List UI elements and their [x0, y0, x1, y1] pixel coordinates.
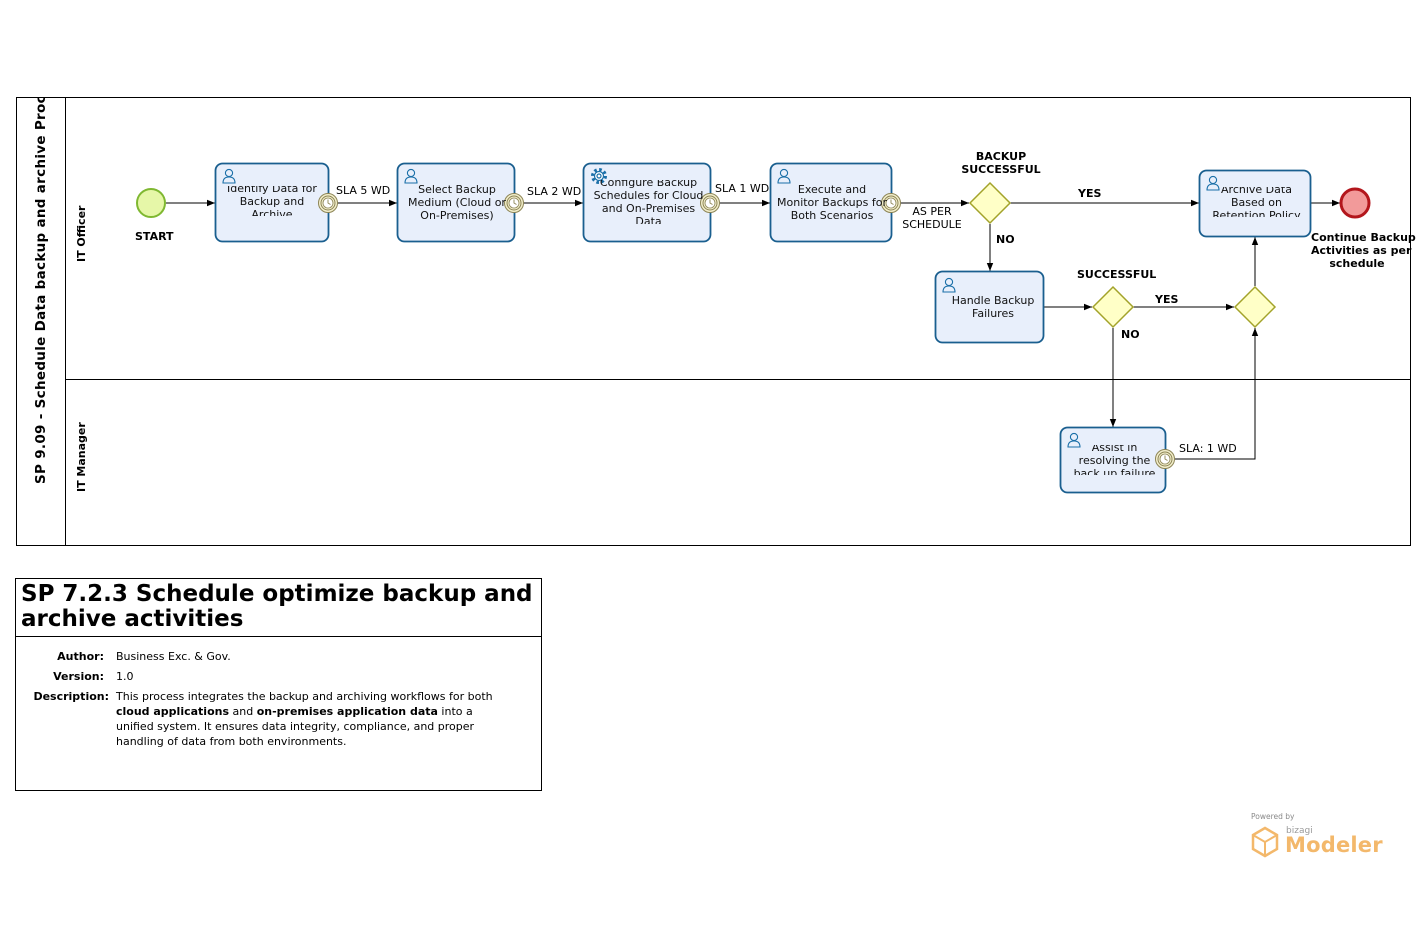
lane-label-it-manager: IT Manager — [75, 422, 88, 492]
lane-label-it-officer: IT Officer — [75, 205, 88, 262]
bizagi-brand-text: bizagi — [1286, 826, 1313, 836]
task-label: Configure Backup Schedules for Cloud and… — [593, 180, 704, 224]
task-label: Execute and Monitor Backups for Both Sce… — [777, 182, 887, 222]
user-task-icon — [222, 168, 236, 184]
user-task-icon — [404, 168, 418, 184]
task-label: Handle Backup Failures — [951, 294, 1035, 320]
clock-icon[interactable] — [881, 193, 901, 213]
info-description-text: This process integrates the backup and a… — [116, 690, 493, 703]
user-task-icon — [1067, 432, 1081, 448]
start-event-label: START — [135, 230, 174, 243]
task-label: Identify Data for Backup and Archive — [227, 186, 317, 216]
gateway-merge[interactable] — [1233, 285, 1277, 329]
modeler-logo: Powered by bizagi Modeler — [1251, 812, 1383, 862]
process-info-box: SP 7.2.3 Schedule optimize backup and ar… — [15, 578, 542, 791]
end-event-label: Continue Backup Activities as per schedu… — [1311, 231, 1427, 271]
flow-label-no: NO — [996, 233, 1015, 246]
gateway-label: BACKUP SUCCESSFUL — [955, 150, 1047, 176]
end-event-label-line: Activities as per — [1311, 244, 1412, 257]
gateway-label: SUCCESSFUL — [1077, 268, 1157, 281]
flow-label-yes: YES — [1155, 293, 1179, 306]
task-archive-data[interactable] — [1198, 169, 1312, 238]
clock-icon[interactable] — [504, 193, 524, 213]
tasks — [214, 162, 1312, 494]
flow-label-line: AS PER — [912, 205, 952, 218]
flow-label-line: SCHEDULE — [902, 218, 962, 231]
task-label: Archive Data Based on Retention Policy — [1212, 187, 1301, 217]
service-task-gear-icon — [591, 168, 607, 184]
gateway-label-line: BACKUP — [975, 150, 1027, 163]
clock-icon[interactable] — [1155, 449, 1175, 469]
info-author-value: Business Exc. & Gov. — [116, 650, 231, 663]
flow-label-sla: SLA 2 WD — [527, 185, 582, 198]
flow-label-sla: SLA 1 WD — [715, 182, 770, 195]
info-description-emphasis: on-premises application data — [256, 705, 438, 718]
user-task-icons — [222, 168, 1220, 448]
info-description-value: This process integrates the backup and a… — [116, 689, 508, 749]
timer-boundary-events — [318, 193, 1175, 469]
gateway-successful[interactable] — [1091, 285, 1135, 329]
flow-assist-merge[interactable] — [1175, 328, 1259, 460]
process-info-title: SP 7.2.3 Schedule optimize backup and ar… — [16, 579, 541, 637]
end-event-label-line: schedule — [1329, 257, 1385, 270]
task-label: Select Backup Medium (Cloud or On-Premis… — [408, 182, 506, 222]
flow-label-no: NO — [1121, 328, 1140, 341]
gateway-label-line: SUCCESSFUL — [961, 163, 1041, 176]
pool-title: SP 9.09 - Schedule Data backup and archi… — [33, 98, 49, 484]
info-description-text: and — [229, 705, 257, 718]
powered-by-text: Powered by — [1251, 812, 1295, 821]
info-description-text: into a unified system. It ensures data i… — [116, 705, 475, 748]
info-description-label: Description: — [33, 690, 109, 703]
flow-label-sla: SLA: 1 WD — [1179, 442, 1237, 455]
gateway-backup-successful[interactable] — [968, 181, 1012, 225]
end-event[interactable] — [1339, 187, 1371, 219]
flow-label-yes: YES — [1078, 187, 1102, 200]
info-version-label: Version: — [53, 670, 104, 683]
modeler-product-text: Modeler — [1285, 833, 1383, 857]
flow-label-sla: SLA 5 WD — [336, 184, 391, 197]
end-event-label-line: Continue Backup — [1311, 231, 1416, 244]
info-author-label: Author: — [57, 650, 104, 663]
flow-label-as-per-schedule: AS PER SCHEDULE — [900, 205, 964, 231]
info-description-emphasis: cloud applications — [116, 705, 230, 718]
info-version-value: 1.0 — [116, 670, 134, 683]
clock-icon[interactable] — [700, 193, 720, 213]
gateways — [968, 181, 1277, 329]
start-event[interactable] — [136, 188, 166, 218]
user-task-icon — [942, 277, 956, 293]
task-label: Assist in resolving the back up failure — [1073, 445, 1156, 475]
clock-icon[interactable] — [318, 193, 338, 213]
task-handle-failures[interactable] — [934, 270, 1045, 344]
bizagi-hexagon-icon — [1251, 826, 1279, 858]
user-task-icon — [777, 168, 791, 184]
sequence-flows — [166, 199, 1340, 460]
user-task-icon — [1206, 175, 1220, 191]
